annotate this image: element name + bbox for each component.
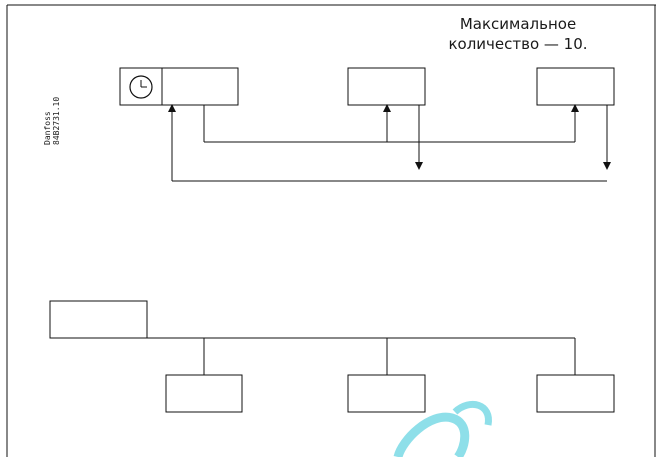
drawing-code-number: 84B2731.10 [52, 96, 61, 145]
drawing-code: Danfoss 84B2731.10 [43, 97, 61, 145]
max-count-note-line2: количество — 10. [448, 35, 588, 53]
drawing-code-brand: Danfoss [43, 111, 52, 145]
bottom-slave-box-2 [347, 374, 426, 413]
bottom-master-box [49, 300, 148, 339]
master-controller-box [161, 67, 239, 106]
clock-icon [129, 75, 153, 99]
bottom-bus [147, 337, 576, 375]
max-count-note: Максимальное количество — 10. [428, 14, 608, 54]
lower-bus [168, 104, 611, 182]
upper-bus [203, 104, 579, 143]
bottom-slave-box-1 [165, 374, 243, 413]
watermark [393, 400, 492, 457]
slave-box-1 [347, 67, 426, 106]
slave-box-2 [536, 67, 615, 106]
max-count-note-line1: Максимальное [459, 15, 577, 33]
bottom-slave-box-3 [536, 374, 615, 413]
